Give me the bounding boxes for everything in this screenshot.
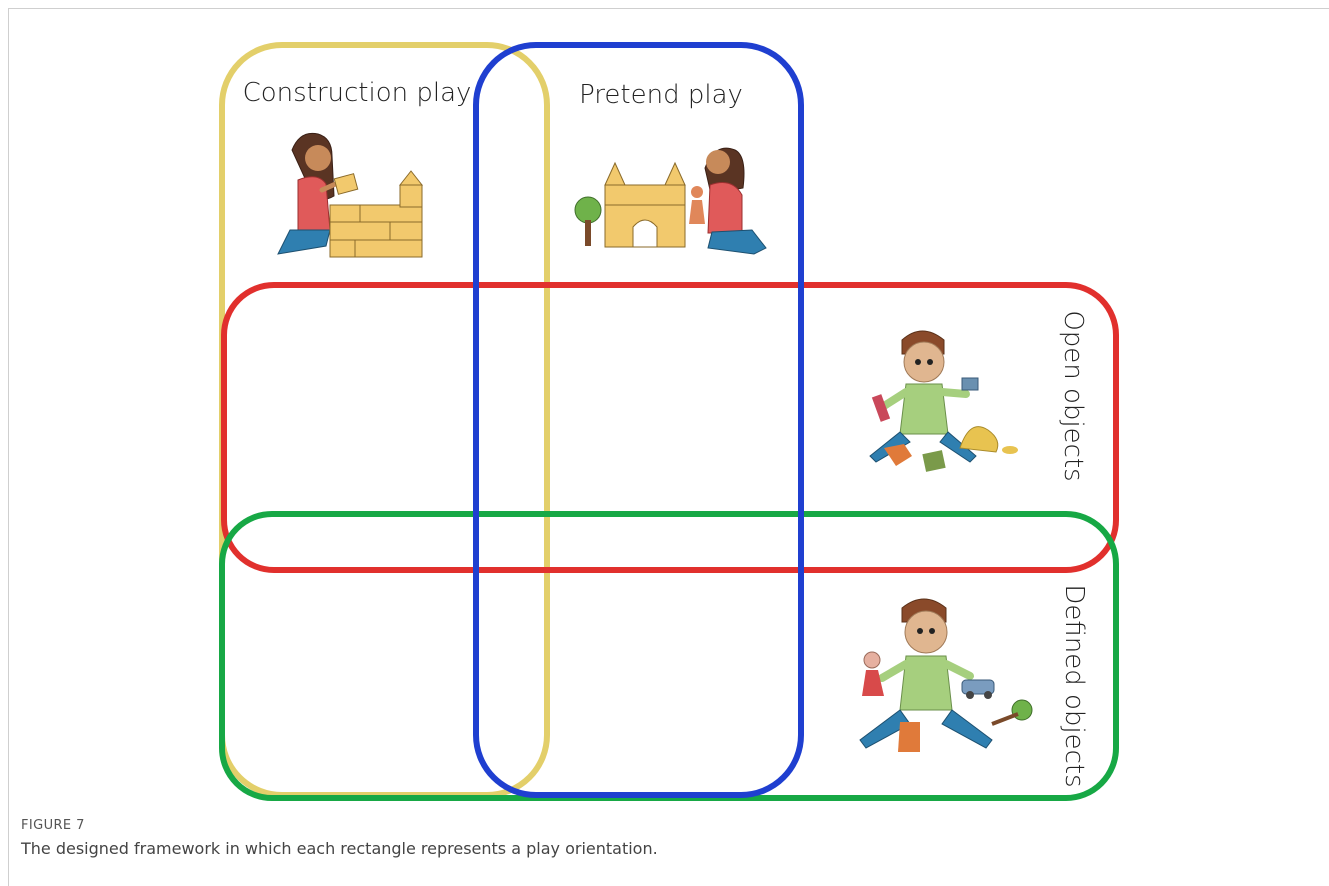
girl-playing-with-castle-and-doll-icon [574, 147, 767, 255]
construction-play-label: Construction play [243, 78, 472, 108]
pretend-play-rect [473, 42, 804, 798]
framework-diagram: Construction play Pretend play Open obje… [219, 42, 1119, 801]
open-objects-rect [221, 282, 1119, 573]
boy-with-defined-toys-icon [859, 598, 1033, 752]
open-objects-label: Open objects [1058, 310, 1088, 481]
construction-play-rect [219, 42, 550, 798]
figure-caption: The designed framework in which each rec… [21, 839, 658, 858]
pretend-play-label: Pretend play [579, 80, 743, 110]
boy-with-open-objects-icon [869, 330, 1018, 472]
girl-building-blocks-icon [277, 132, 424, 258]
defined-objects-rect [219, 511, 1119, 801]
figure-label: FIGURE 7 [21, 818, 85, 833]
defined-objects-label: Defined objects [1059, 584, 1089, 787]
left-border [8, 8, 9, 886]
top-border [8, 8, 1329, 9]
